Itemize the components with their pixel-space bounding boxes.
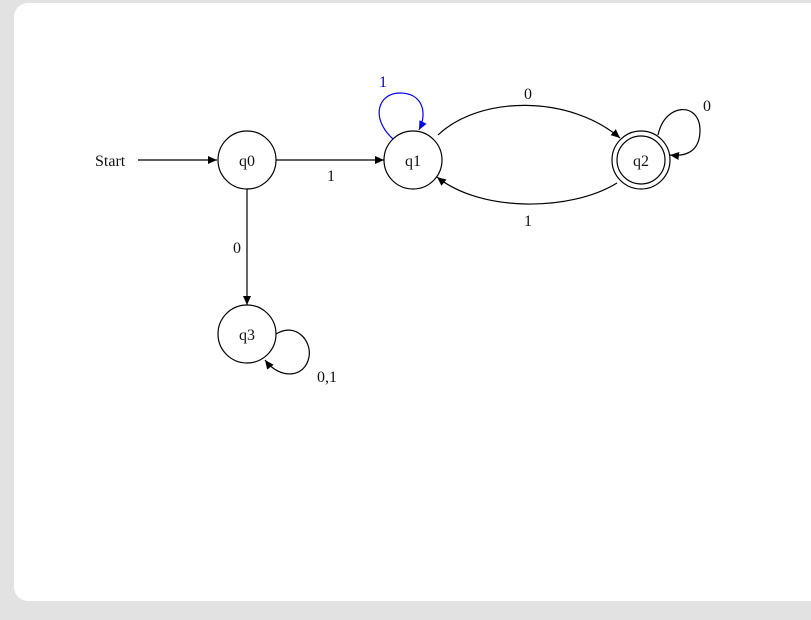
state-q2-accepting[interactable]: q2	[611, 130, 671, 190]
state-q3-label: q3	[239, 327, 255, 344]
edge-q2-q1-label: 1	[524, 213, 532, 230]
edge-q0-q1-label: 1	[327, 168, 335, 185]
edge-q1-q2-label: 0	[524, 86, 532, 103]
state-q1[interactable]: q1	[383, 130, 443, 190]
edge-q1-q2	[437, 104, 621, 139]
edge-q1-loop	[378, 92, 427, 140]
start-label: Start	[95, 153, 126, 170]
edge-q3-loop-label: 0,1	[317, 369, 337, 386]
state-q0[interactable]: q0	[217, 130, 277, 190]
edge-q0-q3-label: 0	[233, 240, 241, 257]
state-q1-label: q1	[405, 153, 421, 170]
edge-q1-loop-label: 1	[379, 74, 387, 91]
state-q2-label: q2	[633, 153, 649, 170]
edge-q2-q1	[436, 176, 618, 205]
edge-q2-loop	[657, 109, 701, 160]
edge-q3-loop	[264, 329, 310, 375]
edge-q2-loop-label: 0	[703, 98, 711, 115]
state-q0-label: q0	[239, 153, 255, 170]
diagram-canvas	[14, 3, 811, 601]
state-q3[interactable]: q3	[217, 304, 277, 364]
